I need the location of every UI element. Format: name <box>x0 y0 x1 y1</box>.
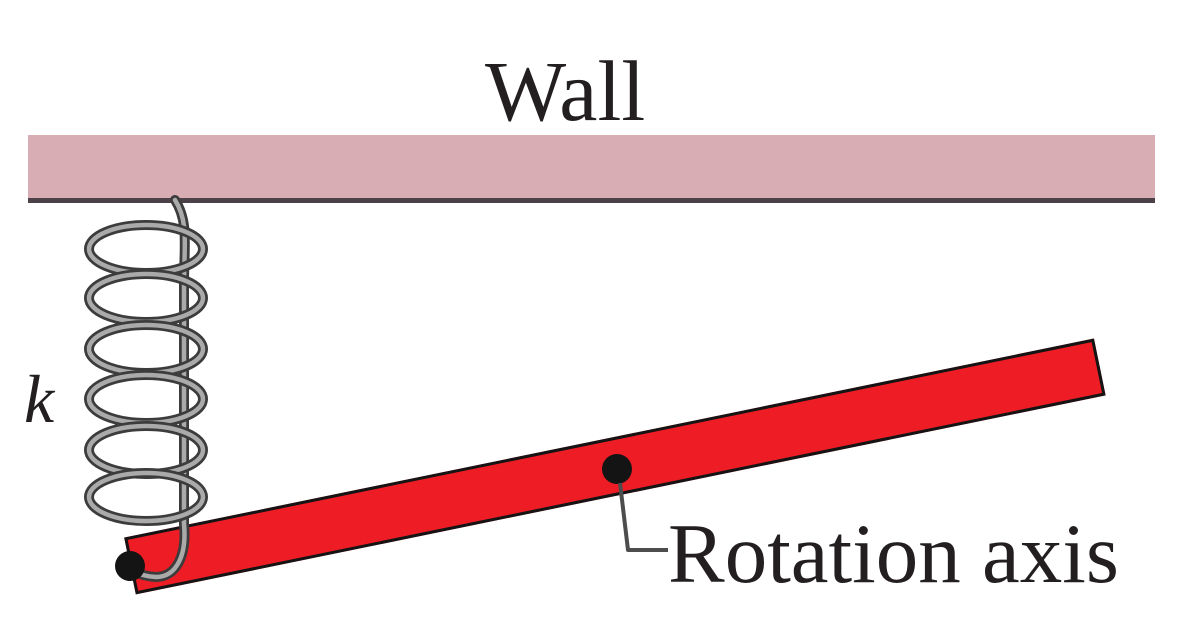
spring-constant-label: k <box>24 361 55 437</box>
rotation-axis-label: Rotation axis <box>668 507 1119 601</box>
wall-bar <box>28 135 1155 203</box>
spring-coil-icon <box>84 195 208 583</box>
wall-label: Wall <box>485 43 646 139</box>
